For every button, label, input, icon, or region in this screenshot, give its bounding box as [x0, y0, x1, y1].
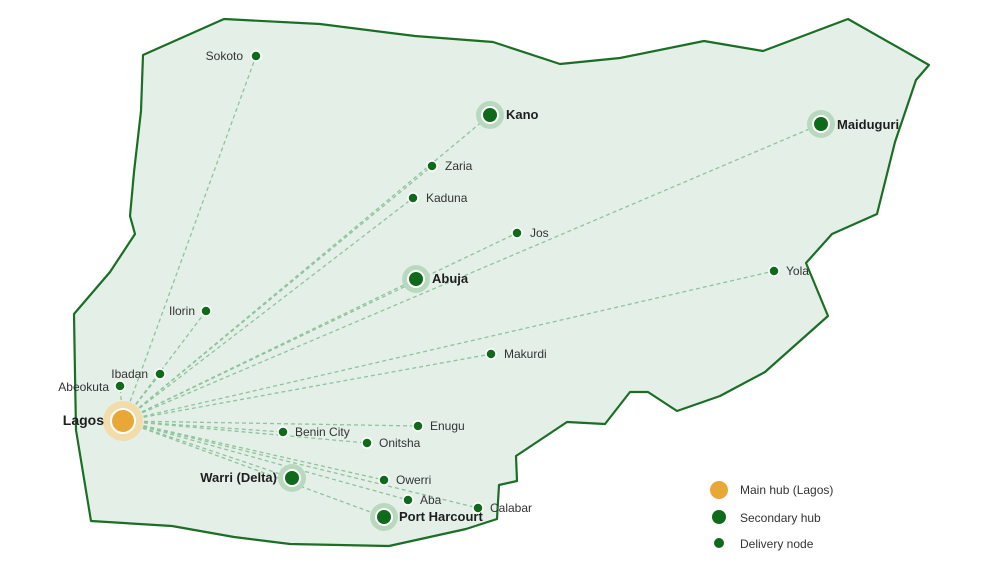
hub-marker-warri-delta[interactable]	[283, 469, 301, 487]
node-label-abeokuta: Abeokuta	[58, 380, 109, 394]
node-label-calabar: Calabar	[490, 501, 532, 515]
route-line-lagos-maiduguri	[122, 123, 822, 422]
node-marker-enugu[interactable]	[412, 420, 424, 432]
node-label-enugu: Enugu	[430, 419, 465, 433]
route-line-lagos-sokoto	[122, 55, 257, 422]
node-label-aba: Aba	[420, 493, 442, 507]
main-hub-marker-lagos[interactable]	[110, 408, 136, 434]
route-line-lagos-port-harcourt	[122, 420, 385, 518]
delivery-nodes	[110, 50, 830, 526]
hub-marker-port-harcourt[interactable]	[375, 508, 393, 526]
route-line-lagos-abuja	[122, 278, 417, 422]
route-line-lagos-aba	[122, 420, 409, 501]
node-label-zaria: Zaria	[445, 159, 473, 173]
node-label-benin-city: Benin City	[295, 425, 350, 439]
legend-delivery-node-label: Delivery node	[740, 537, 814, 551]
route-line-lagos-makurdi	[122, 353, 492, 422]
route-line-lagos-onitsha	[122, 420, 368, 444]
node-marker-aba[interactable]	[402, 494, 414, 506]
hub-label-maiduguri: Maiduguri	[837, 117, 899, 132]
route-line-lagos-enugu	[122, 420, 419, 427]
hub-label-warri-delta: Warri (Delta)	[200, 470, 277, 485]
route-line-lagos-yola	[122, 270, 775, 422]
legend-main-hub-label: Main hub (Lagos)	[740, 483, 833, 497]
hub-label-kano: Kano	[506, 107, 539, 122]
main-hub-label-lagos: Lagos	[63, 412, 104, 428]
node-marker-sokoto[interactable]	[250, 50, 262, 62]
hub-marker-abuja[interactable]	[407, 270, 425, 288]
node-marker-zaria[interactable]	[426, 160, 438, 172]
node-label-ilorin: Ilorin	[169, 304, 195, 318]
route-line-lagos-calabar	[122, 420, 479, 509]
node-marker-calabar[interactable]	[472, 502, 484, 514]
legend-secondary-hub-label: Secondary hub	[740, 511, 821, 525]
hub-marker-maiduguri[interactable]	[812, 115, 830, 133]
hub-label-port-harcourt: Port Harcourt	[399, 509, 483, 524]
legend-delivery-node-swatch	[714, 538, 724, 548]
node-marker-ibadan[interactable]	[154, 368, 166, 380]
node-marker-yola[interactable]	[768, 265, 780, 277]
node-marker-owerri[interactable]	[378, 474, 390, 486]
node-label-onitsha: Onitsha	[379, 436, 421, 450]
route-line-lagos-jos	[122, 232, 518, 422]
node-marker-onitsha[interactable]	[361, 437, 373, 449]
node-label-jos: Jos	[530, 226, 549, 240]
route-lines	[119, 55, 822, 518]
node-marker-abeokuta[interactable]	[114, 380, 126, 392]
node-marker-benin-city[interactable]	[277, 426, 289, 438]
node-label-sokoto: Sokoto	[206, 49, 244, 63]
node-marker-jos[interactable]	[511, 227, 523, 239]
node-label-owerri: Owerri	[396, 473, 431, 487]
route-line-lagos-zaria	[122, 165, 433, 422]
route-line-lagos-warri-delta	[122, 420, 293, 479]
hub-marker-kano[interactable]	[481, 106, 499, 124]
map-legend: Main hub (Lagos) Secondary hub Delivery …	[710, 481, 833, 551]
route-line-lagos-owerri	[122, 420, 385, 481]
node-marker-makurdi[interactable]	[485, 348, 497, 360]
node-label-ibadan: Ibadan	[111, 367, 148, 381]
country-outline	[72, 17, 931, 548]
node-label-kaduna: Kaduna	[426, 191, 468, 205]
hub-label-abuja: Abuja	[432, 271, 469, 286]
route-line-lagos-kaduna	[122, 197, 414, 422]
node-label-makurdi: Makurdi	[504, 347, 547, 361]
node-marker-kaduna[interactable]	[407, 192, 419, 204]
legend-main-hub-swatch	[710, 481, 728, 499]
node-label-yola: Yola	[786, 264, 809, 278]
node-marker-ilorin[interactable]	[200, 305, 212, 317]
route-line-lagos-benin-city	[122, 420, 284, 433]
legend-secondary-hub-swatch	[712, 510, 726, 524]
